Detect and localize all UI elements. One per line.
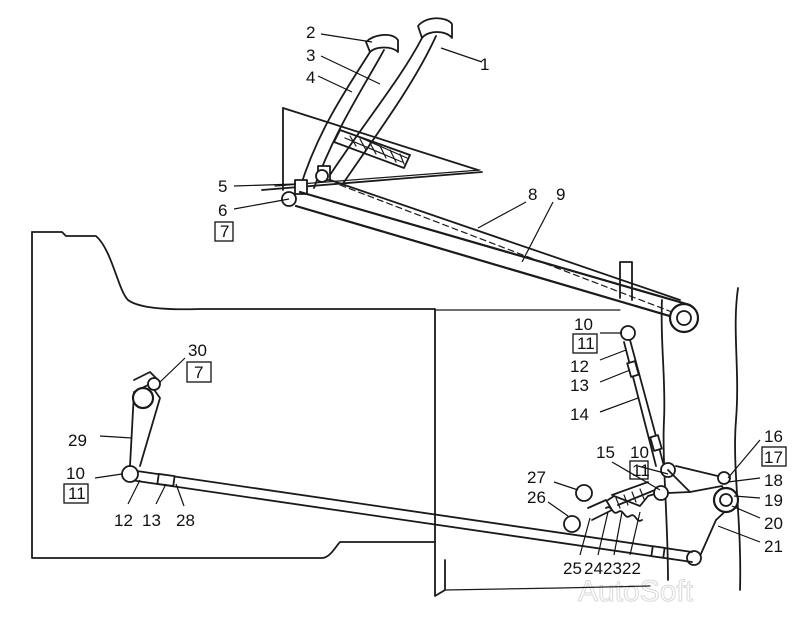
- main-levers: [281, 169, 700, 334]
- callout-18: 18: [764, 471, 783, 490]
- callout-29: 29: [68, 431, 87, 450]
- lower-link: [129, 371, 161, 467]
- callout-13-upper: 13: [570, 376, 589, 395]
- callout-27: 27: [527, 468, 546, 487]
- callout-25: 25: [563, 559, 582, 578]
- callout-11-upper-box: [572, 333, 598, 354]
- callout-11-middle-box: [629, 460, 649, 480]
- callout-11-lower-box: [63, 483, 89, 504]
- callout-24: 24: [584, 559, 603, 578]
- leader-lines: [94, 33, 761, 556]
- pedal-pad-left: [365, 34, 399, 53]
- callout-30: 30: [188, 341, 207, 360]
- callout-12-upper: 12: [570, 357, 589, 376]
- callout-7-lower: 7: [194, 363, 203, 382]
- callout-2: 2: [306, 23, 315, 42]
- callout-12-lower: 12: [114, 511, 133, 530]
- callout-22: 22: [622, 559, 641, 578]
- callout-9: 9: [556, 185, 565, 204]
- callout-14: 14: [570, 405, 589, 424]
- callout-11-upper: 11: [577, 334, 595, 353]
- callout-17-box: [761, 446, 787, 467]
- callout-labels: 1 2 3 4 5 6 7 8 9 10 11 12 13 14 15 10 1…: [63, 23, 787, 578]
- callout-15: 15: [596, 443, 615, 462]
- callout-26: 26: [527, 488, 546, 507]
- spring-assembly: [563, 481, 691, 533]
- callout-1: 1: [480, 55, 489, 74]
- body-frame: [31, 231, 742, 597]
- callout-7-upper: 7: [220, 222, 229, 241]
- callout-7-lower-box: [186, 361, 212, 383]
- callout-17: 17: [764, 448, 783, 467]
- callout-8: 8: [528, 185, 537, 204]
- pedal-arms: [294, 17, 453, 195]
- callout-11-lower: 11: [68, 484, 86, 503]
- callout-21: 21: [764, 537, 783, 556]
- callout-13-lower: 13: [142, 511, 161, 530]
- callout-7-upper-box: [214, 221, 234, 242]
- watermark-text: AutoSoft: [578, 575, 694, 608]
- callout-10-lower: 10: [66, 464, 85, 483]
- callout-11-middle: 11: [632, 461, 650, 480]
- callout-5: 5: [218, 177, 227, 196]
- callout-20: 20: [764, 514, 783, 533]
- callout-6: 6: [218, 201, 227, 220]
- long-rod: [121, 465, 693, 563]
- pedal-pad-right: [417, 17, 453, 39]
- callout-10-upper: 10: [574, 315, 593, 334]
- callout-3: 3: [306, 46, 315, 65]
- callout-19: 19: [764, 491, 783, 510]
- callout-23: 23: [603, 559, 622, 578]
- callout-16: 16: [764, 427, 783, 446]
- callout-4: 4: [306, 68, 315, 87]
- callout-28: 28: [176, 511, 195, 530]
- callout-10-middle: 10: [630, 443, 649, 462]
